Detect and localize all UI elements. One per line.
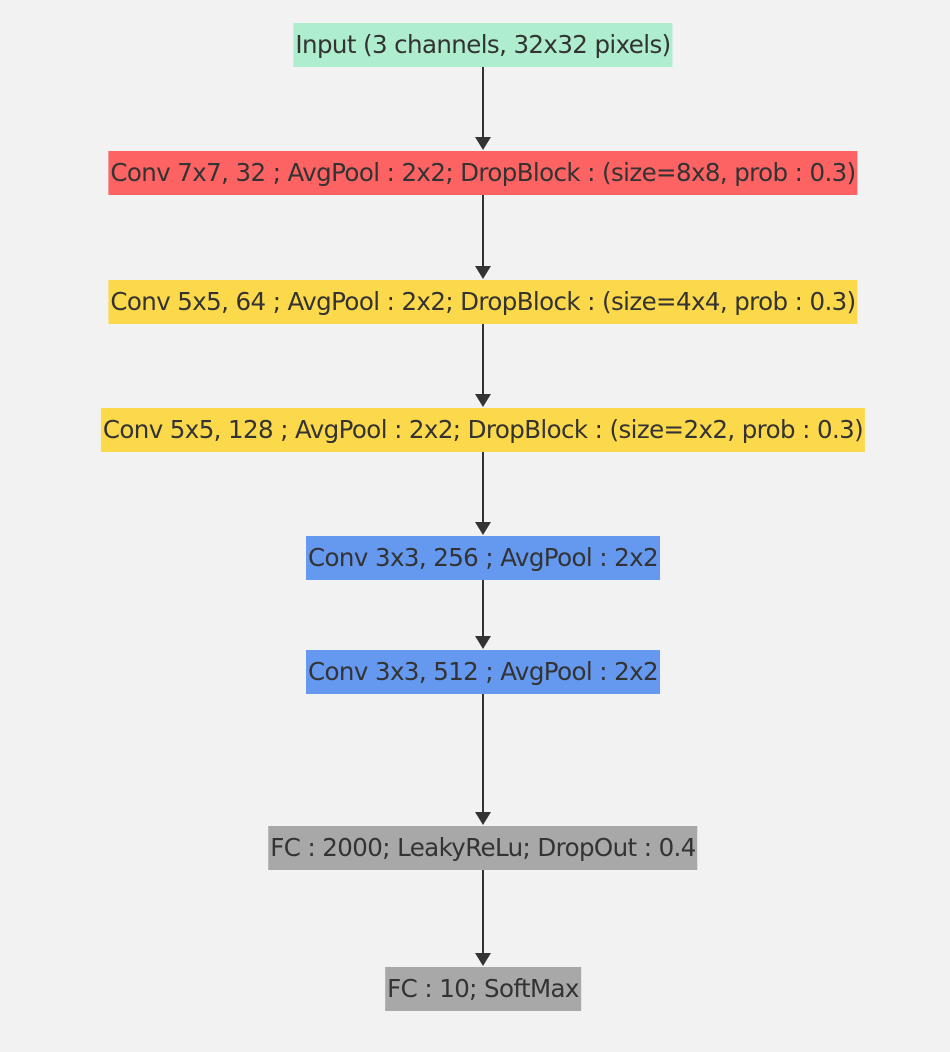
node-fc-10-softmax: FC : 10; SoftMax [385,967,581,1011]
node-conv-5x5-64: Conv 5x5, 64 ; AvgPool : 2x2; DropBlock … [108,280,858,324]
node-input: Input (3 channels, 32x32 pixels) [293,23,673,67]
arrow-head-6 [475,953,491,966]
node-conv-5x5-128: Conv 5x5, 128 ; AvgPool : 2x2; DropBlock… [100,408,866,452]
arrow-head-2 [475,394,491,407]
arrow-head-4 [475,636,491,649]
arrow-head-5 [475,812,491,825]
node-conv-3x3-256: Conv 3x3, 256 ; AvgPool : 2x2 [306,536,660,580]
node-fc-2000: FC : 2000; LeakyReLu; DropOut : 0.4 [268,826,698,870]
arrow-head-3 [475,522,491,535]
node-conv-7x7-32: Conv 7x7, 32 ; AvgPool : 2x2; DropBlock … [108,151,858,195]
arrow-head-1 [475,266,491,279]
node-conv-3x3-512: Conv 3x3, 512 ; AvgPool : 2x2 [306,650,660,694]
arrow-head-0 [475,137,491,150]
